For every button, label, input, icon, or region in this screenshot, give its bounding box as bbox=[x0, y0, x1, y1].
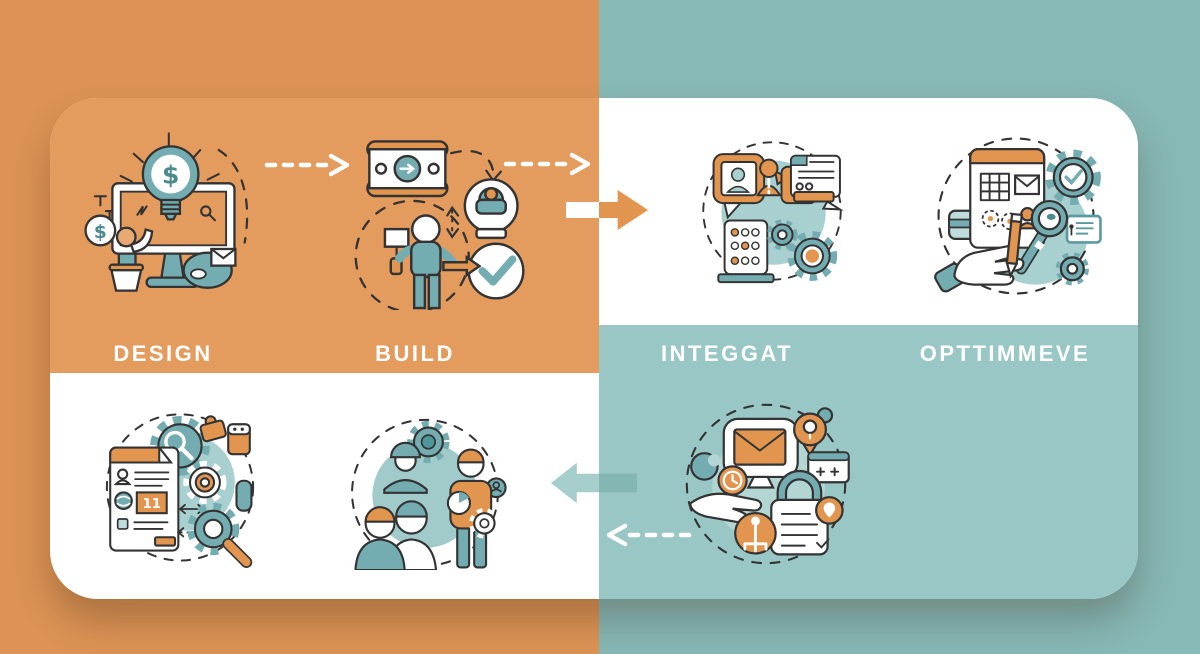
team-people-gears-icon bbox=[351, 418, 507, 570]
stage-label-build: BUILD bbox=[375, 341, 455, 366]
svg-text:$: $ bbox=[94, 222, 107, 243]
dashed-arrow-build-to-integrate-icon bbox=[503, 152, 591, 176]
stage-label-design: DESIGN bbox=[113, 341, 213, 366]
build-person-check-icon bbox=[354, 140, 525, 310]
integrate-chat-gears-icon bbox=[702, 141, 844, 284]
optimize-calendar-magnifier-icon bbox=[934, 137, 1102, 295]
stage-label-optimize: OPTTIMMEVE bbox=[919, 341, 1091, 366]
dashed-arrow-security-to-team-icon bbox=[606, 523, 692, 547]
svg-text:$: $ bbox=[162, 160, 179, 189]
design-monitor-bulb-icon: $ $ bbox=[84, 132, 249, 292]
svg-text:11: 11 bbox=[143, 497, 161, 512]
infographic-card bbox=[50, 98, 1138, 599]
research-document-gears-icon: 11 bbox=[105, 413, 255, 568]
stage-label-integrate: INTEGGAT bbox=[660, 341, 794, 366]
security-lock-mail-icon bbox=[685, 403, 850, 565]
dashed-arrow-design-to-build-icon bbox=[264, 153, 350, 177]
teal-quadrant-panel bbox=[599, 325, 1138, 599]
